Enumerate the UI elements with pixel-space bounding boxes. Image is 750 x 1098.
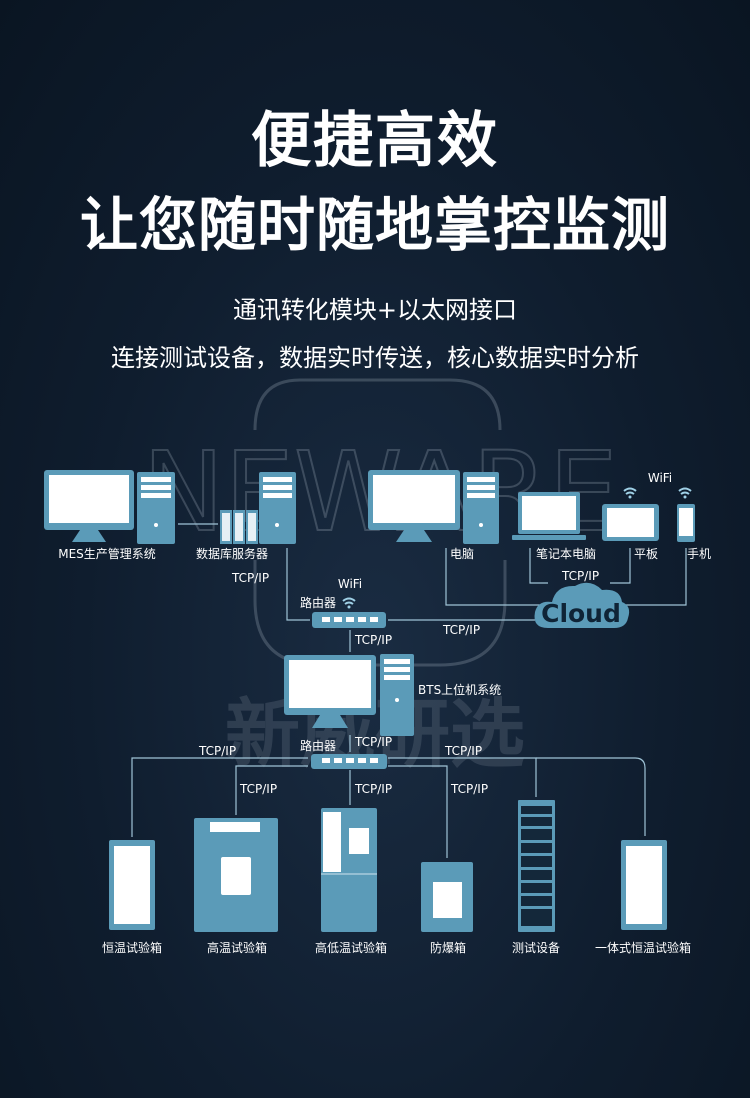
router-label-1: 路由器 [300,595,336,610]
tcpip-label: TCP/IP [354,633,392,647]
label-mes: MES生产管理系统 [58,546,156,561]
tcpip-label: TCP/IP [354,735,392,749]
label-high-low-temp-chamber: 高低温试验箱 [315,940,387,955]
explosion-proof-box-icon [421,862,473,932]
integrated-constant-temp-chamber-icon [621,840,667,930]
tcpip-label: TCP/IP [450,782,488,796]
router-icon [311,754,387,769]
label-explosion-proof-box: 防爆箱 [430,940,466,955]
laptop-icon [512,492,586,540]
cloud-icon [534,582,630,628]
title-line1: 便捷高效 [251,106,499,176]
label-constant-temp-chamber: 恒温试验箱 [102,940,162,955]
wifi-label-router: WiFi [338,577,362,591]
label-integrated-chamber: 一体式恒温试验箱 [595,940,691,955]
tcpip-label: TCP/IP [198,744,236,758]
subtitle-line1: 通讯转化模块+以太网接口 [232,296,518,324]
wifi-dot [683,495,687,499]
wifi-label-mobile: WiFi [648,471,672,485]
label-bts-host: BTS上位机系统 [418,682,501,697]
label-laptop: 笔记本电脑 [536,546,596,561]
label-phone: 手机 [687,547,711,561]
database-server-icon [220,472,296,544]
mes-computer-icon [44,470,175,544]
tablet-icon [602,504,659,541]
label-high-temp-chamber: 高温试验箱 [207,940,267,955]
connection-lines [131,523,687,858]
tcpip-label: TCP/IP [561,569,599,583]
wifi-dot [347,605,351,609]
tcpip-label: TCP/IP [444,744,482,758]
subtitle-line2: 连接测试设备，数据实时传送，核心数据实时分析 [111,344,639,372]
label-database-server: 数据库服务器 [196,546,268,561]
bts-host-computer-icon [284,654,414,736]
tcpip-label: TCP/IP [231,571,269,585]
high-low-temp-chamber-icon [321,808,377,932]
router-label-2: 路由器 [300,738,336,753]
tcpip-label: TCP/IP [354,782,392,796]
wifi-dot [628,495,632,499]
label-tablet: 平板 [634,547,658,561]
label-computer: 电脑 [450,547,474,561]
title-line2: 让您随时随地掌控监测 [79,191,670,259]
phone-icon [677,504,695,542]
wifi-icon [342,487,692,605]
cloud-label: Cloud [541,599,621,628]
high-temp-chamber-icon [194,818,278,932]
constant-temp-chamber-icon [109,840,155,930]
test-equipment-rack-icon [518,800,555,932]
label-test-equipment: 测试设备 [512,940,560,955]
desktop-computer-icon [368,470,499,544]
tcpip-label: TCP/IP [442,623,480,637]
tcpip-label: TCP/IP [239,782,277,796]
router-icon [312,612,386,628]
